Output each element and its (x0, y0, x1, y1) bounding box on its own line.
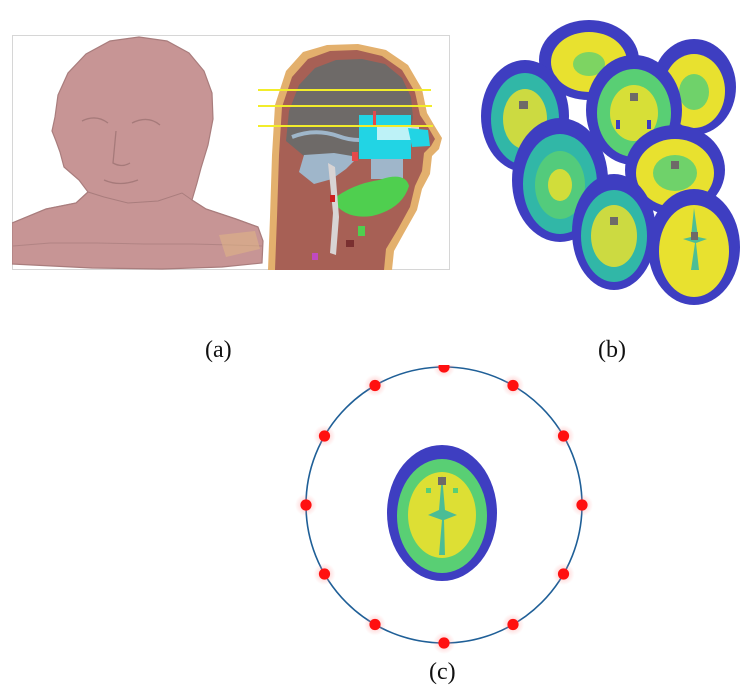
panel-c-svg (294, 365, 594, 655)
axial-slice-bottom-center (572, 174, 656, 290)
panel-b (477, 12, 742, 307)
caption-a: (a) (205, 338, 232, 362)
sensor-dot (300, 499, 311, 510)
axial-slice-center (387, 445, 497, 581)
caption-c: (c) (429, 660, 456, 684)
sagittal-segmentation (268, 44, 442, 270)
axial-slice-bottom-right (648, 189, 740, 305)
panel-a-svg (12, 35, 450, 270)
sensor-dot (507, 380, 518, 391)
sensor-dot (319, 568, 330, 579)
sensor-dot (319, 430, 330, 441)
panel-a (12, 35, 450, 270)
sensor-dot (507, 619, 518, 630)
sensor-dot (438, 637, 449, 648)
sensor-dot (369, 619, 380, 630)
sensor-dot (558, 430, 569, 441)
sensor-dot (369, 380, 380, 391)
sensor-dot (558, 568, 569, 579)
panel-c (294, 365, 594, 655)
panel-b-svg (477, 12, 742, 307)
caption-b: (b) (598, 338, 626, 362)
head-3d-render (12, 37, 263, 269)
sensor-dot (576, 499, 587, 510)
